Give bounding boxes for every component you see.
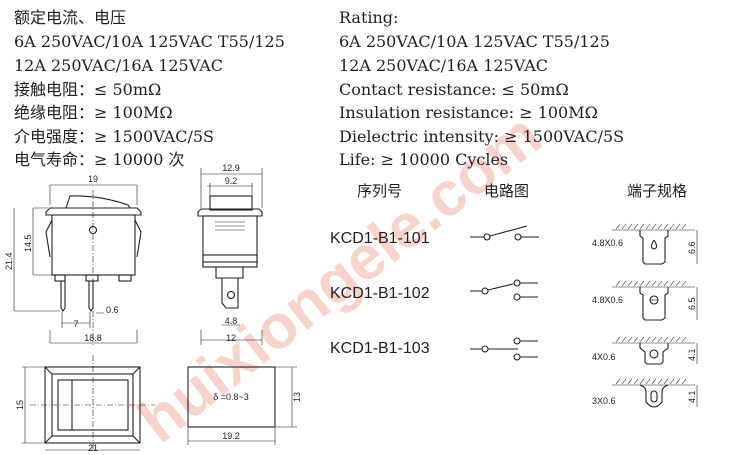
dim-front-width: 19 (88, 174, 98, 184)
terminal-height-1: 6.5 (687, 297, 697, 310)
dim-cutout-height: 13 (292, 392, 302, 402)
spec-en-4: Insulation resistance: ≥ 100MΩ (339, 103, 598, 122)
spec-cn-3: 接触电阻：≤ 50mΩ (14, 80, 161, 99)
dim-panel-height: 15 (15, 400, 25, 410)
dim-pin-thickness: 0.6 (106, 305, 119, 315)
terminal-2: 4X0.6 4.1 (592, 336, 698, 365)
spec-cn-4: 绝缘电阻：≥ 100MΩ (14, 103, 173, 122)
header-terminal: 端子规格 (627, 183, 687, 200)
spec-cn-1: 6A 250VAC/10A 125VAC T55/125 (14, 32, 285, 51)
spec-en-3: Contact resistance: ≤ 50mΩ (339, 80, 569, 99)
cutout-thickness: δ =0.8~3 (213, 392, 249, 402)
circuit-spdt (470, 279, 538, 301)
spec-cn-6: 电气寿命：≥ 10000 次 (14, 150, 184, 169)
spec-cn-5: 介电强度：≥ 1500VAC/5S (14, 127, 214, 146)
dim-side-inner: 9.2 (225, 176, 238, 186)
dim-pin-spacing: 7 (73, 319, 78, 329)
spec-en-2: 12A 250VAC/16A 125VAC (339, 56, 548, 75)
side-view-drawing: 12.9 9.2 4.8 12 (197, 163, 263, 345)
model-2: KCD1-B1-103 (330, 340, 430, 357)
terminal-height-2: 4.1 (687, 348, 697, 361)
dim-side-tab: 4.8 (225, 316, 238, 326)
terminal-height-3: 4.1 (687, 390, 697, 403)
front-view-drawing: 19 14.5 21.4 0.6 7 18.8 (4, 174, 142, 345)
terminal-size-0: 4.8X0.6 (592, 238, 623, 248)
panel-cutout-drawing: δ =0.8~3 13 19.2 (187, 366, 302, 445)
terminal-size-3: 3X0.6 (592, 396, 616, 406)
specs-chinese: 额定电流、电压 6A 250VAC/10A 125VAC T55/125 12A… (14, 8, 285, 169)
spec-en-6: Life: ≥ 10000 Cycles (339, 150, 508, 169)
spec-cn-2: 12A 250VAC/16A 125VAC (14, 56, 223, 75)
dim-body-height: 14.5 (23, 234, 33, 252)
circuit-spst (470, 225, 539, 241)
dim-base-width: 18.8 (84, 333, 102, 343)
terminal-0: 4.8X0.6 6.6 (592, 223, 698, 265)
spec-en-0: Rating: (339, 8, 398, 27)
header-serial: 序列号 (357, 183, 402, 200)
terminal-height-0: 6.6 (687, 241, 697, 254)
terminal-size-1: 4.8X0.6 (592, 295, 623, 305)
header-circuit: 电路图 (484, 183, 529, 200)
spec-en-5: Dielectric intensity: ≥ 1500VAC/5S (339, 127, 624, 146)
terminal-size-2: 4X0.6 (592, 352, 616, 362)
panel-view-drawing: 15 21 (15, 355, 155, 453)
terminal-3: 3X0.6 4.1 (592, 378, 698, 408)
model-1: KCD1-B1-102 (330, 285, 430, 302)
model-0: KCD1-B1-101 (330, 230, 430, 247)
dim-cutout-width: 19.2 (222, 431, 240, 441)
specs-english: Rating: 6A 250VAC/10A 125VAC T55/125 12A… (339, 8, 624, 169)
dim-panel-width: 21 (88, 443, 98, 453)
dim-side-top: 12.9 (222, 163, 240, 173)
terminal-1: 4.8X0.6 6.5 (592, 280, 698, 321)
spec-cn-0: 额定电流、电压 (14, 8, 126, 27)
dim-total-height: 21.4 (4, 252, 14, 270)
dim-side-base: 12 (226, 333, 236, 343)
spec-en-1: 6A 250VAC/10A 125VAC T55/125 (339, 32, 610, 51)
circuit-spdt-center-off (470, 337, 538, 361)
